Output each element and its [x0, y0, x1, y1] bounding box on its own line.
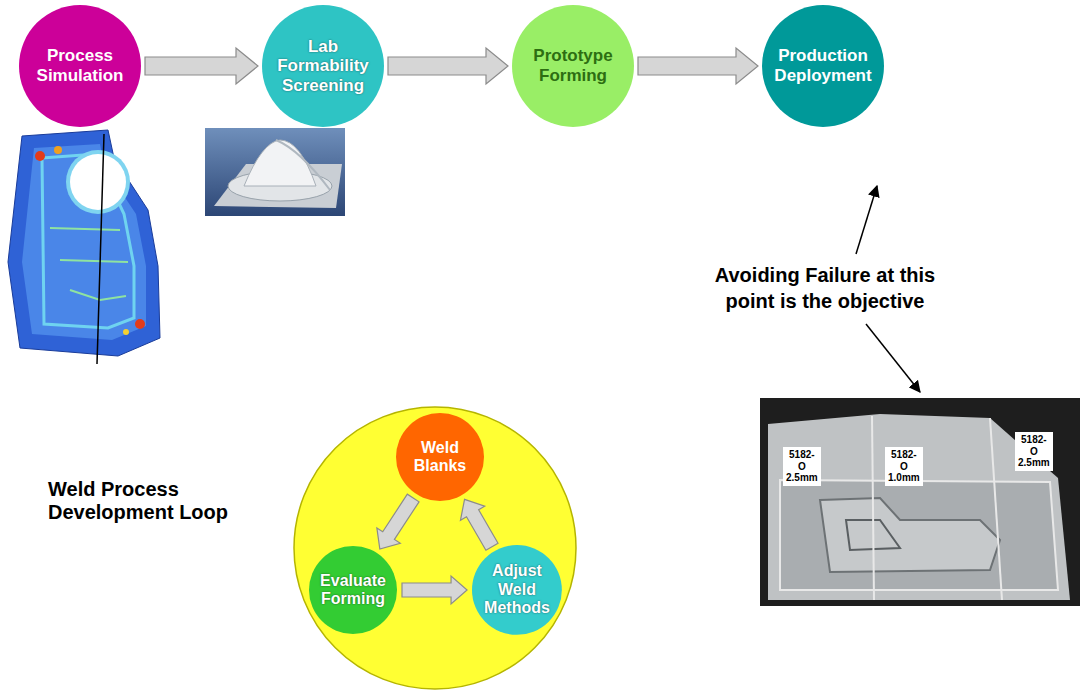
panel-inner	[780, 480, 1058, 590]
step-label: Production Deployment	[774, 46, 871, 85]
text-holder: Adjust Weld Methods	[471, 544, 563, 636]
photo-background	[760, 398, 1080, 606]
step-label: Process Simulation	[37, 46, 124, 85]
fea-region	[22, 144, 146, 340]
fea-hotspot	[54, 146, 62, 154]
label-holder: 5182-O 1.0mm	[885, 447, 923, 486]
fea-contour-plot	[8, 130, 160, 364]
loop-heading: Weld Process Development Loop	[48, 478, 288, 524]
block-arrow	[638, 48, 758, 84]
step-label: Weld Blanks	[414, 439, 466, 476]
text-holder: Weld Blanks	[395, 412, 485, 502]
circle-shape	[396, 413, 484, 501]
text-holder: Weld Process Development Loop	[48, 478, 288, 524]
door-panel-photo	[760, 398, 1080, 606]
circle-shape	[512, 5, 634, 127]
material-tag: 5182-O 1.0mm	[885, 447, 923, 486]
fea-contour	[50, 228, 128, 300]
text-holder: Production Deployment	[761, 4, 885, 128]
step-label: Evaluate Forming	[320, 572, 386, 609]
block-arrow	[145, 48, 258, 84]
fea-hotspot	[135, 319, 145, 329]
weld-line	[872, 416, 874, 600]
loop-step-circle: Evaluate Forming	[308, 545, 398, 635]
circle-shape	[472, 545, 562, 635]
dome-test-photo	[205, 128, 345, 216]
fea-hotspot	[35, 151, 45, 161]
loop-region: Weld Process Development LoopWeld Blanks…	[293, 406, 577, 690]
fea-hole	[70, 154, 126, 210]
text-holder: Lab Formability Screening	[261, 4, 385, 128]
label-holder: Avoiding Failure at this point is the ob…	[695, 262, 955, 314]
text-holder: Process Simulation	[18, 4, 142, 128]
process-step-circle: Production Deployment	[761, 4, 885, 128]
leader-arrow	[856, 186, 877, 254]
material-tag: 5182-O 2.5mm	[1015, 432, 1053, 471]
process-step-circle: Process Simulation	[18, 4, 142, 128]
fea-blank	[8, 130, 160, 356]
panel-feature	[820, 498, 1000, 572]
loop-step-circle: Weld Blanks	[395, 412, 485, 502]
weld-seam	[276, 140, 330, 190]
text-holder: Evaluate Forming	[308, 545, 398, 635]
fea-hotspot	[123, 329, 129, 335]
process-step-circle: Prototype Forming	[511, 4, 635, 128]
section-line	[97, 134, 104, 364]
label-holder: 5182-O 2.5mm	[1015, 432, 1053, 471]
photo-background	[205, 128, 345, 216]
circle-shape	[19, 5, 141, 127]
process-step-circle: Lab Formability Screening	[261, 4, 385, 128]
circle-shape	[294, 407, 576, 689]
circle-shape	[262, 5, 384, 127]
fea-contour	[42, 154, 134, 328]
circle-shape	[762, 5, 884, 127]
step-label: Lab Formability Screening	[277, 37, 369, 96]
circle-shape	[309, 546, 397, 634]
callout-note: Avoiding Failure at this point is the ob…	[695, 262, 955, 314]
label-holder: 5182-O 2.5mm	[783, 447, 821, 486]
step-label: Adjust Weld Methods	[484, 562, 550, 617]
leader-arrow	[866, 324, 920, 392]
fea-hole-rim	[66, 150, 130, 214]
material-tag: 5182-O 2.5mm	[783, 447, 821, 486]
step-label: Prototype Forming	[533, 46, 612, 85]
dome	[244, 140, 316, 186]
block-arrow	[388, 48, 508, 84]
weld-line	[990, 418, 1002, 600]
text-holder: Prototype Forming	[511, 4, 635, 128]
door-panel	[768, 414, 1070, 600]
loop-step-circle: Adjust Weld Methods	[471, 544, 563, 636]
